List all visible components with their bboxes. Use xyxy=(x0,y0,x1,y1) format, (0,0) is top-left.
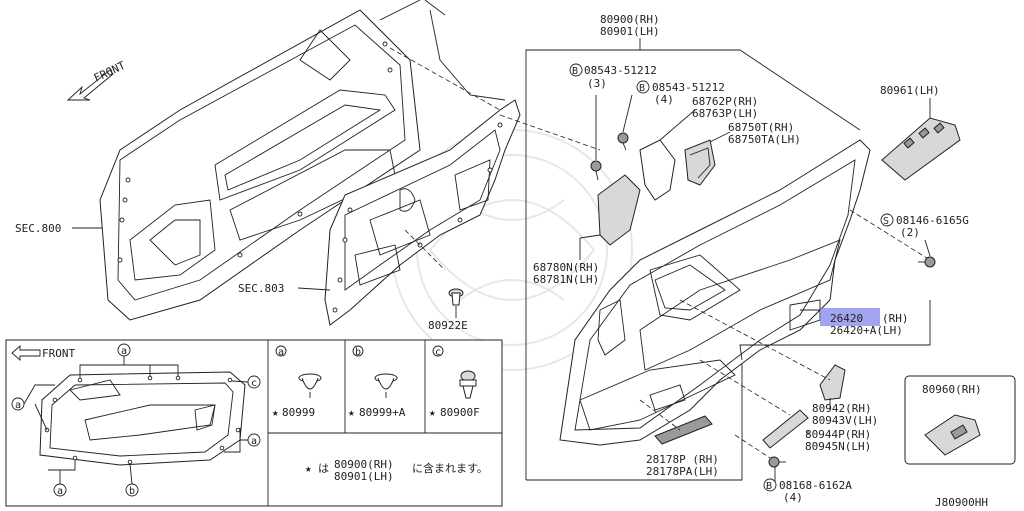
part-80961-label: 80961(LH) xyxy=(880,84,940,97)
marker-s: S xyxy=(883,216,889,227)
marker-b-1: B xyxy=(572,66,578,77)
legend-marker-a-top: a xyxy=(121,346,127,357)
part-68763-label: 68763P(LH) xyxy=(692,107,758,120)
note-prefix: は xyxy=(318,462,329,475)
part-08543-b-label: 08543-51212 xyxy=(652,81,725,94)
legend-front-label: FRONT xyxy=(42,347,75,360)
sec-800-label: SEC.800 xyxy=(15,222,61,235)
star-icon-a: ★ xyxy=(272,406,279,419)
legend-front-arrow-icon xyxy=(11,345,41,361)
reflector-28178-icon xyxy=(654,415,713,445)
legend-marker-a-left: a xyxy=(15,400,21,411)
part-26420-highlight[interactable] xyxy=(820,308,880,326)
front-arrow-icon xyxy=(66,69,114,101)
part-08543-a-qty: (3) xyxy=(587,77,607,90)
part-26420-rh-label: (RH) xyxy=(882,312,909,325)
bracket-68762-icon xyxy=(639,139,676,201)
armrest-bracket-68780-icon xyxy=(597,174,641,246)
part-68781-label: 68781N(LH) xyxy=(533,273,599,286)
pad-80944-icon xyxy=(762,409,809,449)
part-68750ta-label: 68750TA(LH) xyxy=(728,133,801,146)
part-68762-label: 68762P(RH) xyxy=(692,95,758,108)
part-80900-label: 80900(RH) xyxy=(600,13,660,26)
part-08543-b-qty: (4) xyxy=(654,93,674,106)
inner-panel-holes xyxy=(332,122,503,313)
legend-trim-diagram xyxy=(39,371,246,466)
part-08168-label: 08168-6162A xyxy=(779,479,852,492)
frame-holes xyxy=(117,41,393,263)
clip-80900f-label: 80900F xyxy=(440,406,480,419)
marker-b-3: B xyxy=(766,481,772,492)
note-suffix: に含まれます。 xyxy=(412,461,488,475)
part-28178p-label: 28178P (RH) xyxy=(646,453,719,466)
clip-80922e-icon xyxy=(448,288,464,306)
pull-handle-68750-icon xyxy=(684,139,716,186)
part-68780-label: 68780N(RH) xyxy=(533,261,599,274)
sec-803-label: SEC.803 xyxy=(238,282,284,295)
legend-cell-b-marker: b xyxy=(355,347,361,358)
window-switch-80960-icon xyxy=(924,414,981,456)
legend-marker-a-right: a xyxy=(251,436,257,447)
marker-b-2: B xyxy=(639,83,645,94)
part-80922e-label: 80922E xyxy=(428,319,468,332)
diagram-id: J80900HH xyxy=(935,496,988,509)
part-08543-a-label: 08543-51212 xyxy=(584,64,657,77)
star-icon-b: ★ xyxy=(348,406,355,419)
legend-marker-c: c xyxy=(251,378,257,389)
part-68750t-label: 68750T(RH) xyxy=(728,121,794,134)
door-inner-panel xyxy=(324,99,521,326)
note-line-2: 80901(LH) xyxy=(334,470,394,483)
part-80944-label: 80944P(RH) xyxy=(805,428,871,441)
part-28178pa-label: 28178PA(LH) xyxy=(646,465,719,478)
legend-marker-b: b xyxy=(129,486,135,497)
part-26420-label[interactable]: 26420 xyxy=(830,312,863,325)
clip-80999a-icon xyxy=(374,373,398,398)
part-26420a-label: 26420+A(LH) xyxy=(830,324,903,337)
front-label: FRONT xyxy=(92,59,128,85)
star-icon-c: ★ xyxy=(429,406,436,419)
part-80960-label: 80960(RH) xyxy=(922,383,982,396)
part-80942-label: 80942(RH) xyxy=(812,402,872,415)
screw-08543-a-icon xyxy=(590,160,602,181)
legend-cell-a-marker: a xyxy=(278,347,284,358)
legend-marker-a-bottom: a xyxy=(57,486,63,497)
screw-08146-icon xyxy=(918,256,936,268)
clip-80999-icon xyxy=(298,373,322,398)
screw-08168-icon xyxy=(768,456,786,468)
door-outer-frame xyxy=(99,0,506,321)
part-80945-label: 80945N(LH) xyxy=(805,440,871,453)
legend-clip-dots xyxy=(44,375,241,465)
part-08168-qty: (4) xyxy=(783,491,803,504)
clip-80999-label: 80999 xyxy=(282,406,315,419)
legend-cell-c-marker: c xyxy=(435,347,441,358)
screw-08543-b-icon xyxy=(617,132,629,151)
part-80901-label: 80901(LH) xyxy=(600,25,660,38)
door-trim-panel xyxy=(559,139,871,446)
part-08146-label: 08146-6165G xyxy=(896,214,969,227)
window-switch-80961-icon xyxy=(881,117,961,181)
note-star-icon: ★ xyxy=(305,462,312,475)
trim-80942-icon xyxy=(819,364,846,401)
clip-80999a-label: 80999+A xyxy=(359,406,406,419)
part-08146-qty: (2) xyxy=(900,226,920,239)
clip-80900f-icon xyxy=(459,370,477,399)
note-line-1: 80900(RH) xyxy=(334,458,394,471)
part-80943-label: 80943V(LH) xyxy=(812,414,878,427)
